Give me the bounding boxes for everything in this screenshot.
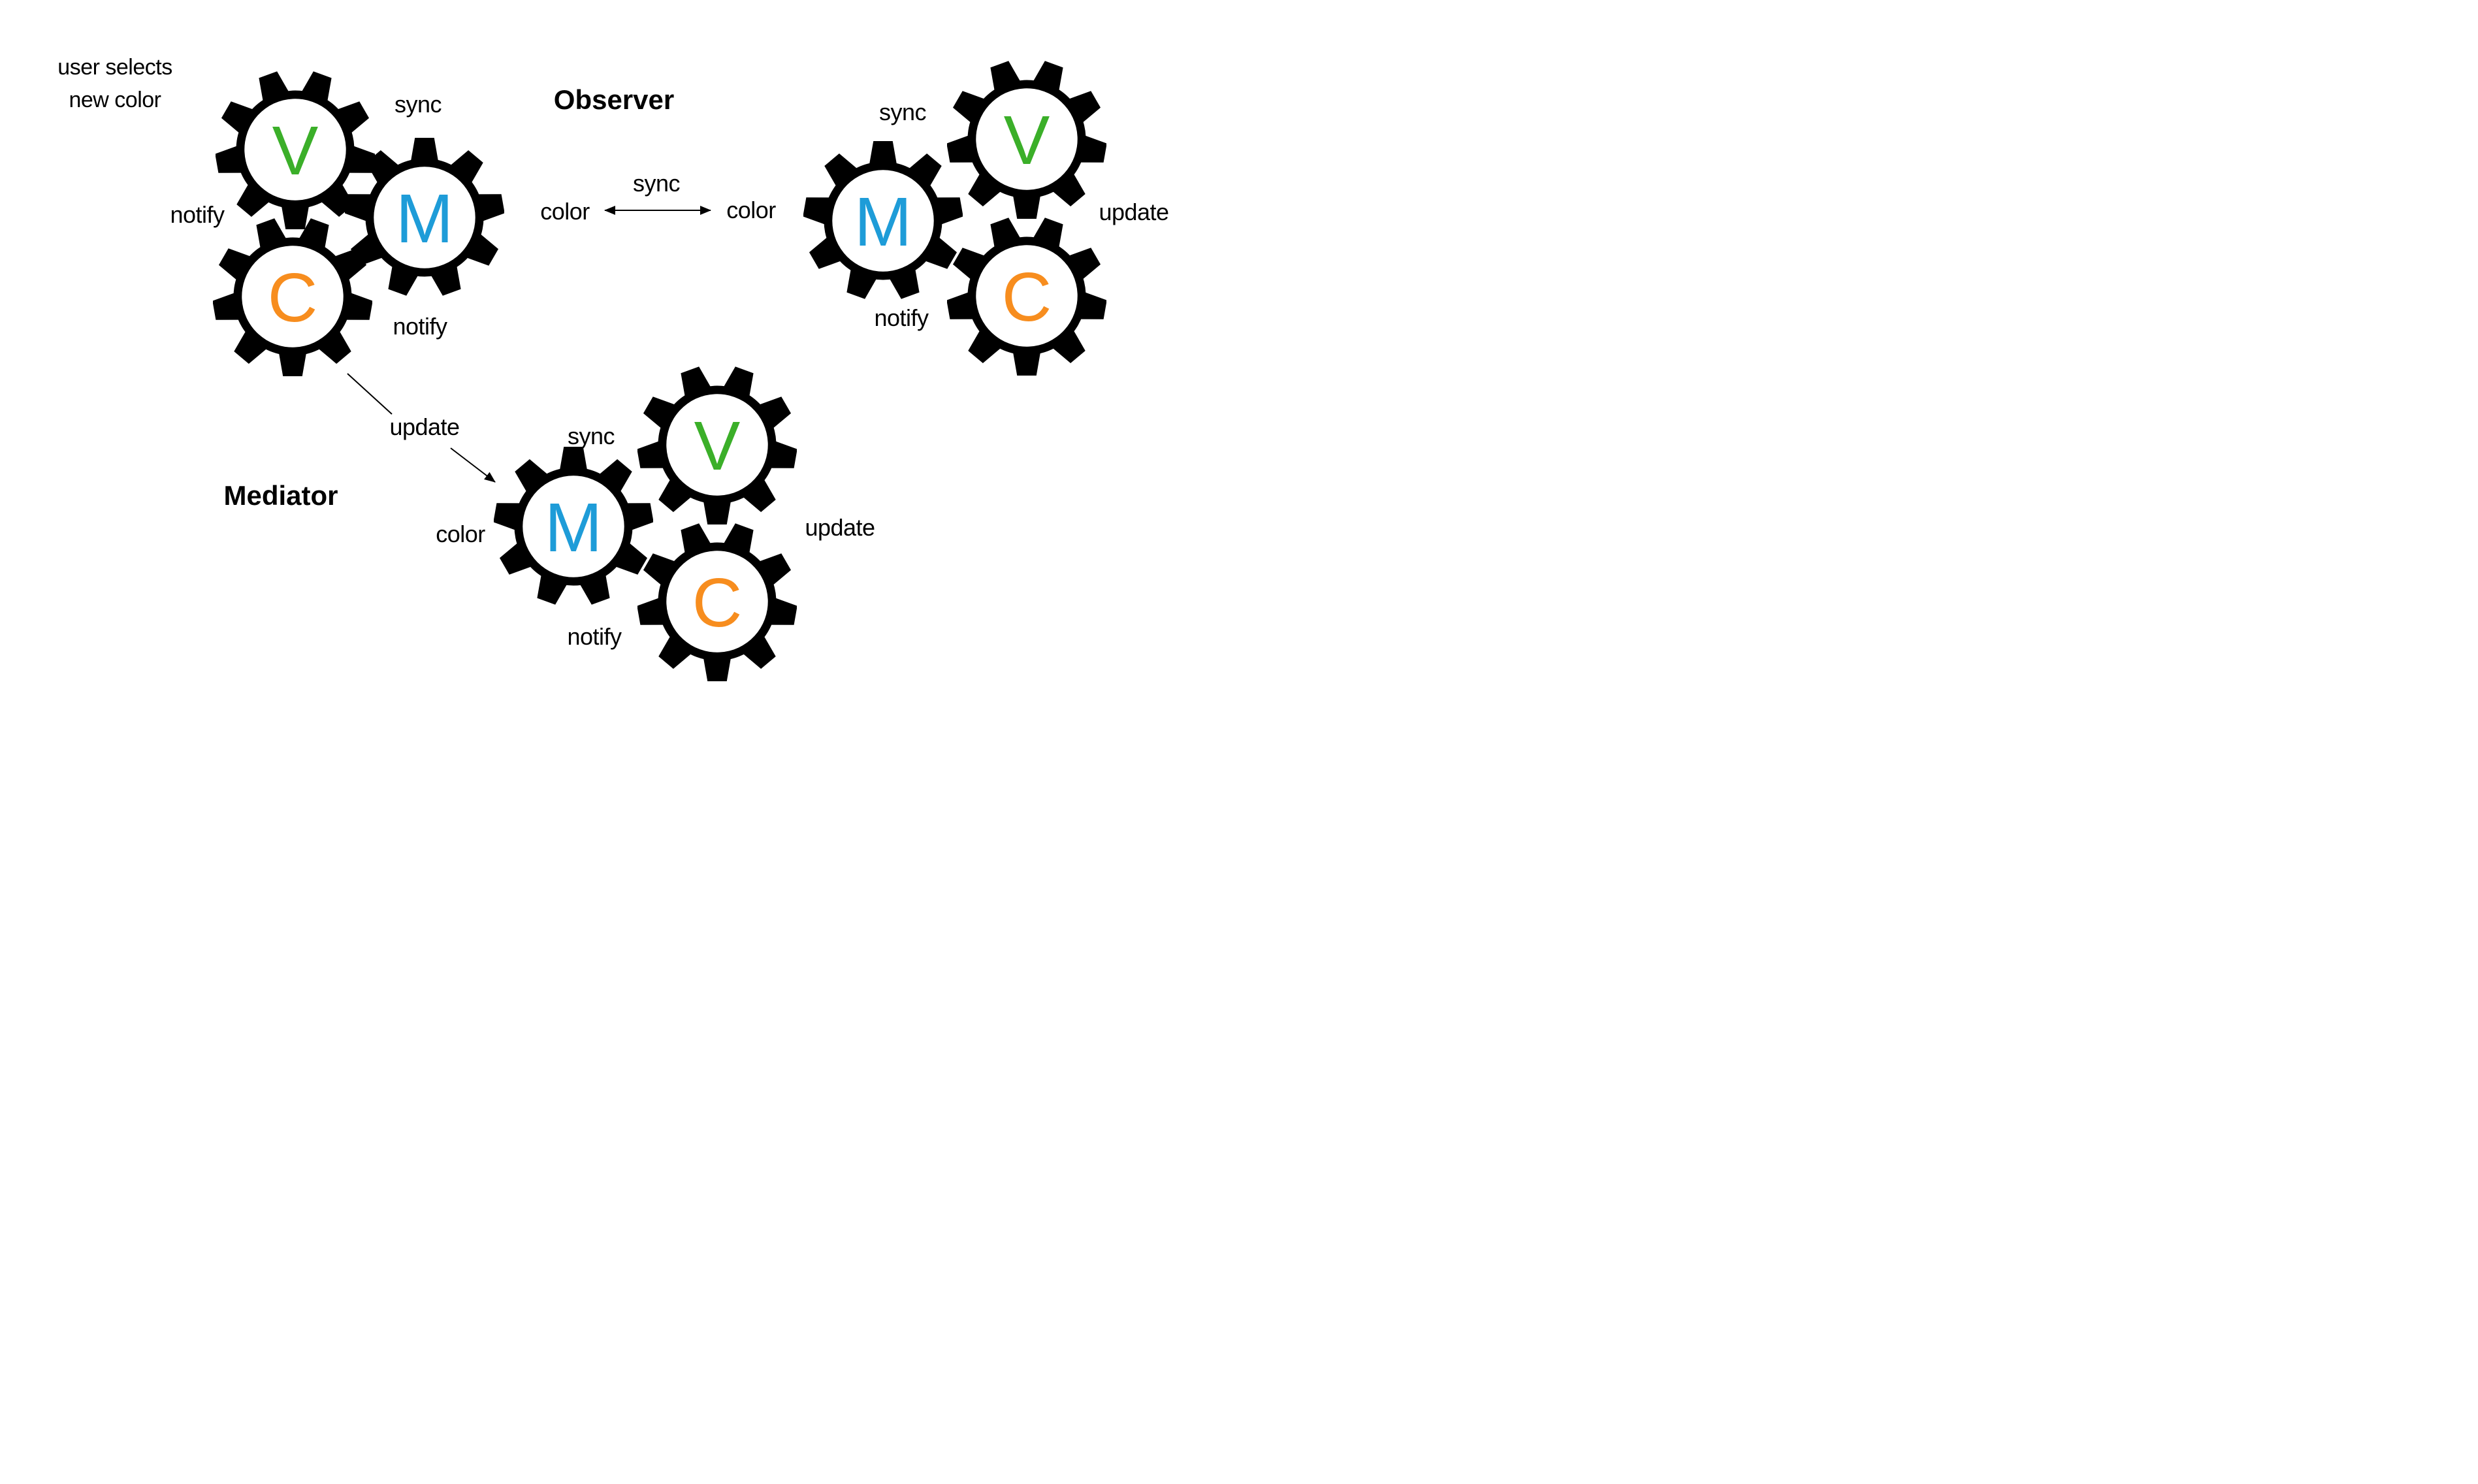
left-notify-bottom-label: notify bbox=[393, 313, 447, 340]
right-view-gear: V bbox=[947, 59, 1106, 219]
mvc-sync-patterns-diagram: user selects new color V M C sync notify… bbox=[0, 0, 1239, 742]
bottom-model-gear: M bbox=[494, 447, 653, 606]
left-notify-label: notify bbox=[170, 201, 225, 228]
observer-sync-label: sync bbox=[632, 170, 681, 197]
left-model-gear: M bbox=[345, 138, 504, 297]
bottom-notify-label: notify bbox=[567, 623, 622, 650]
left-controller-gear: C bbox=[213, 217, 372, 376]
bottom-model-gear-letter: M bbox=[544, 489, 603, 566]
right-model-gear-letter: M bbox=[854, 183, 912, 261]
right-notify-label: notify bbox=[874, 304, 929, 331]
user-action-line2: new color bbox=[69, 88, 161, 112]
bottom-controller-gear-letter: C bbox=[692, 564, 743, 641]
left-view-gear-letter: V bbox=[272, 112, 319, 189]
left-sync-label: sync bbox=[394, 91, 442, 118]
right-controller-gear-letter: C bbox=[1001, 258, 1052, 336]
mediator-update-arrow-segment-2 bbox=[450, 447, 496, 483]
mediator-title: Mediator bbox=[223, 480, 338, 511]
observer-title: Observer bbox=[553, 84, 675, 115]
left-model-gear-letter: M bbox=[395, 180, 454, 257]
mediator-update-label: update bbox=[389, 413, 460, 440]
observer-color-left-label: color bbox=[540, 198, 590, 225]
bottom-view-gear: V bbox=[637, 365, 797, 524]
right-controller-gear: C bbox=[947, 216, 1106, 376]
bottom-update-label: update bbox=[805, 514, 875, 541]
left-controller-gear-letter: C bbox=[267, 259, 318, 336]
bottom-view-gear-letter: V bbox=[694, 407, 741, 485]
bottom-sync-label: sync bbox=[567, 423, 615, 449]
right-view-gear-letter: V bbox=[1003, 101, 1050, 179]
bottom-controller-gear: C bbox=[637, 522, 797, 681]
user-action-line1: user selects bbox=[57, 55, 172, 80]
right-update-label: update bbox=[1099, 199, 1169, 225]
left-view-gear: V bbox=[216, 70, 375, 229]
right-sync-label: sync bbox=[878, 99, 927, 125]
bottom-color-label: color bbox=[436, 521, 485, 547]
observer-color-right-label: color bbox=[726, 197, 776, 223]
right-model-gear: M bbox=[803, 141, 963, 300]
user-action-annotation: user selects new color bbox=[57, 51, 172, 116]
mediator-update-arrow-segment-1 bbox=[347, 373, 393, 415]
